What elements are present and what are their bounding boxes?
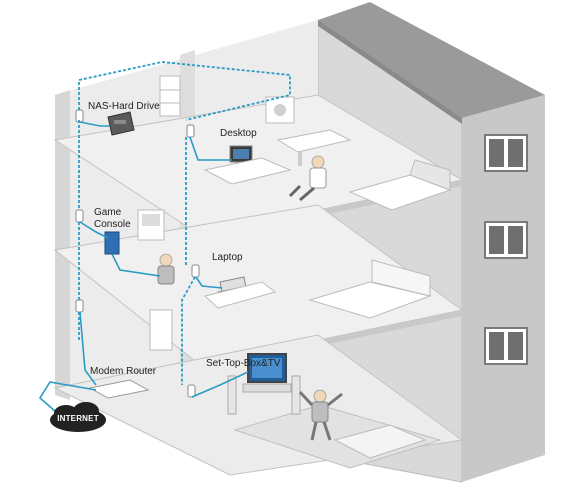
shelf-ground bbox=[149, 309, 173, 351]
nas-drive-icon bbox=[107, 111, 135, 136]
network-cables bbox=[38, 121, 249, 413]
house-left-wall bbox=[55, 90, 70, 400]
window-top bbox=[484, 134, 528, 172]
power-plug-adapter-icon bbox=[75, 109, 200, 398]
person-at-desk bbox=[288, 155, 327, 202]
house-roof bbox=[318, 2, 545, 118]
internet-cloud-icon bbox=[50, 402, 106, 432]
label-game-console: Game Console bbox=[94, 207, 131, 230]
label-desktop: Desktop bbox=[220, 128, 257, 139]
desk-top-floor bbox=[276, 129, 352, 166]
sofa-ground bbox=[333, 424, 427, 459]
tv-cabinet-middle bbox=[137, 209, 165, 241]
laptop-icon bbox=[203, 276, 277, 309]
person-jumping bbox=[298, 389, 343, 441]
wall-picture bbox=[265, 96, 295, 124]
house-front-wall bbox=[462, 95, 545, 482]
label-laptop: Laptop bbox=[212, 252, 243, 263]
game-console-icon bbox=[104, 231, 120, 255]
bed-middle-floor bbox=[308, 259, 432, 319]
label-internet: INTERNET bbox=[57, 414, 99, 423]
person-gaming bbox=[157, 253, 175, 285]
label-nas-hard-drive: NAS-Hard Drive bbox=[88, 101, 160, 112]
label-modem-router: Modem Router bbox=[90, 366, 157, 377]
window-middle bbox=[484, 221, 528, 259]
modem-router-icon bbox=[88, 379, 150, 399]
label-set-top-box-tv: Set-Top-Box&TV bbox=[206, 358, 281, 369]
tv-icon bbox=[227, 353, 301, 415]
powerline-dotted-link bbox=[78, 61, 291, 385]
desktop-computer-icon bbox=[203, 145, 292, 185]
bed-top-floor bbox=[348, 159, 452, 211]
bookshelf-top-floor bbox=[159, 75, 181, 117]
house-roof-edge bbox=[318, 20, 462, 124]
window-bottom bbox=[484, 327, 528, 365]
